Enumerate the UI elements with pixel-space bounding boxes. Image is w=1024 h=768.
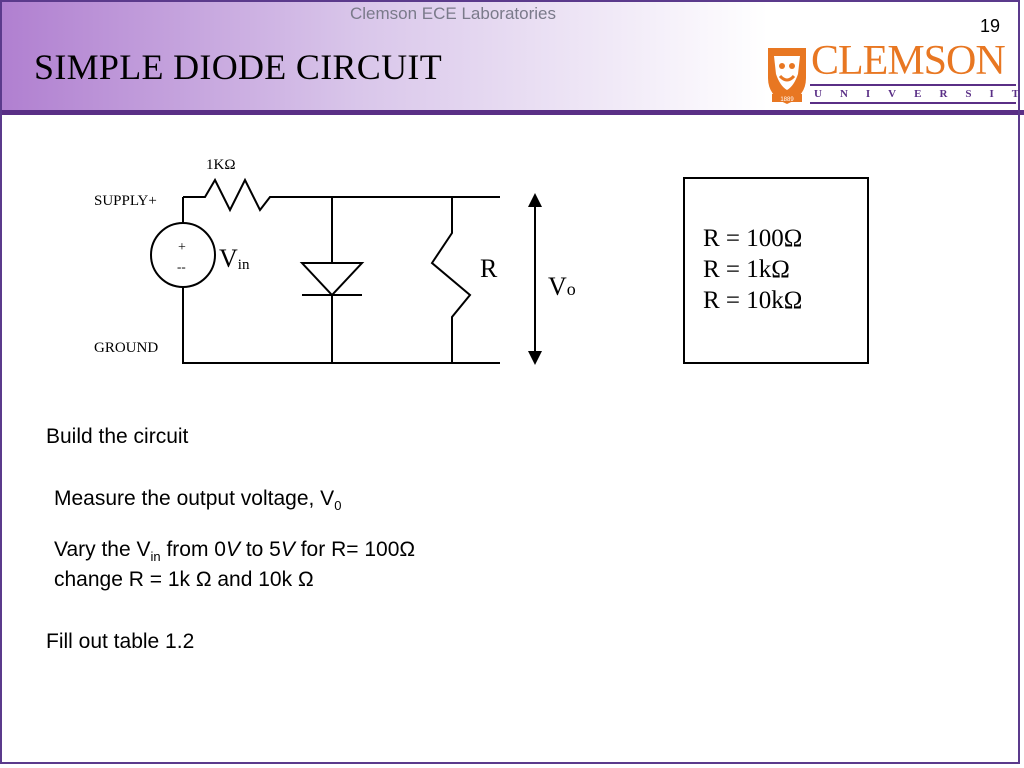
logo-year: 1889 [780,97,794,103]
ground-label: GROUND [94,340,158,356]
r-label: R [480,254,498,283]
clemson-logo: 1889 CLEMSON UNIVERSITY [766,40,1024,106]
instruction-fill: Fill out table 1.2 [46,630,195,653]
instruction-vary: Vary the Vin from 0V to 5V for R= 100Ω [54,538,416,565]
slide-title: SIMPLE DIODE CIRCUIT [34,47,442,87]
logo-rule-top [810,84,1016,86]
resistance-values-box: R = 100Ω R = 1kΩ R = 10kΩ [683,177,869,364]
vo-label: Vo [548,272,576,301]
page-number: 19 [980,16,1001,36]
resistance-value: R = 1kΩ [703,256,790,283]
instruction-change: change R = 1k Ω and 10k Ω [54,568,314,591]
slide-header [0,0,1024,113]
minus-sign: -- [177,259,186,274]
logo-rule-bottom [810,102,1016,104]
header-divider [0,110,1024,115]
voltage-source-icon [150,222,216,288]
circuit-diagram: 1KΩ SUPPLY+ GROUND + -- Vin R Vo [94,157,576,365]
instruction-measure: Measure the output voltage, V0 [54,487,342,514]
vin-label: Vin [219,244,250,273]
instruction-build: Build the circuit [46,425,189,448]
plus-sign: + [178,240,186,255]
resistor-1k-label: 1KΩ [206,157,235,173]
source-wire [182,196,200,364]
lab-name: Clemson ECE Laboratories [350,4,556,23]
vo-arrow-head-down [528,351,542,365]
resistance-value: R = 100Ω [703,225,803,252]
top-wire [200,177,500,213]
logo-wordmark: CLEMSON [811,38,1006,84]
vo-arrow-head-up [528,193,542,207]
load-resistor-icon [430,197,472,363]
resistance-value: R = 10kΩ [703,287,803,314]
tiger-paw-shield-icon: 1889 [768,48,806,104]
supply-label: SUPPLY+ [94,193,157,209]
logo-university: UNIVERSITY [814,88,1024,100]
diode-icon [299,262,365,297]
